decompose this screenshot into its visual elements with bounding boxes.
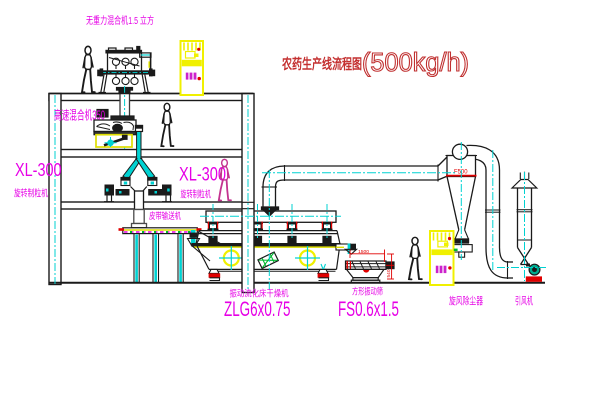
svg-text:旋转制粒机: 旋转制粒机 bbox=[181, 189, 212, 201]
svg-text:农药生产线流程图: 农药生产线流程图 bbox=[281, 56, 362, 72]
svg-text:540: 540 bbox=[386, 269, 392, 277]
svg-text:ZLG6x0.75: ZLG6x0.75 bbox=[224, 297, 291, 321]
svg-text:1500: 1500 bbox=[358, 249, 369, 255]
svg-text:FS0.6x1.5: FS0.6x1.5 bbox=[338, 297, 399, 321]
svg-text:方形振动筛: 方形振动筛 bbox=[352, 286, 383, 297]
svg-text:无重力混合机1.5 立方: 无重力混合机1.5 立方 bbox=[86, 14, 154, 27]
svg-text:XL-300: XL-300 bbox=[179, 165, 226, 186]
svg-text:高速混合机350: 高速混合机350 bbox=[54, 108, 105, 123]
svg-text:旋风除尘器: 旋风除尘器 bbox=[449, 295, 483, 308]
svg-text:(500kg/h): (500kg/h) bbox=[362, 49, 469, 77]
svg-text:旋转制粒机: 旋转制粒机 bbox=[14, 188, 48, 200]
svg-text:XL-300: XL-300 bbox=[15, 159, 62, 180]
svg-text:引风机: 引风机 bbox=[515, 295, 533, 308]
svg-text:振动流化床干燥机: 振动流化床干燥机 bbox=[230, 288, 289, 299]
svg-text:皮带输送机: 皮带输送机 bbox=[149, 210, 181, 221]
